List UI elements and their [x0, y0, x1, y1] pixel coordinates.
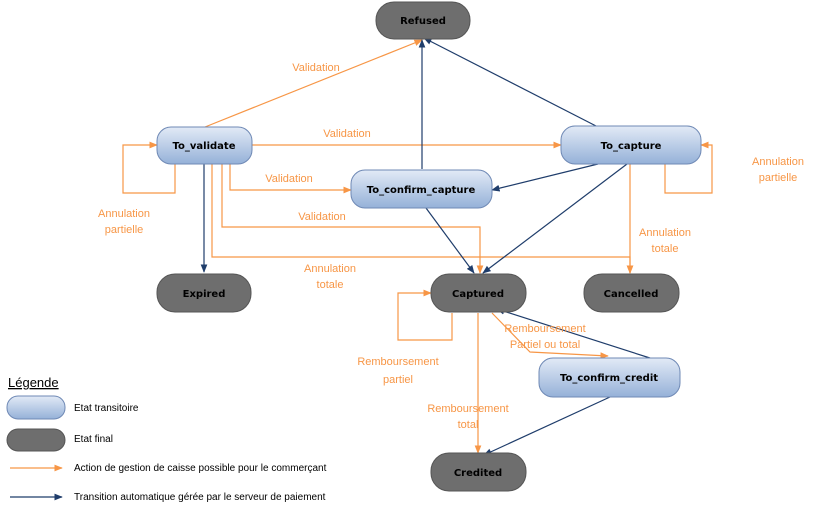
- state-to-confirm-credit-label: To_confirm_credit: [560, 373, 658, 384]
- edge-confirm-credit-to-credited: [483, 396, 611, 456]
- label-remboursement-confirm-credit-1: Remboursement: [504, 323, 585, 335]
- label-annulation-totale-left-1: Annulation: [304, 263, 356, 275]
- label-annulation-partielle-right-2: partielle: [759, 172, 798, 184]
- state-captured-label: Captured: [452, 289, 504, 300]
- edge-confirm-credit-to-captured: [496, 308, 651, 359]
- state-to-capture: To_capture: [560, 125, 702, 165]
- label-remboursement-partiel-2: partiel: [383, 374, 413, 386]
- label-annulation-partielle-right-1: Annulation: [752, 156, 804, 168]
- edge-annulation-partielle-left-loop: [122, 141, 176, 194]
- legend-final-label: Etat final: [74, 434, 113, 445]
- label-annulation-totale-left-2: totale: [317, 279, 344, 291]
- edge-confirm-capture-to-captured: [425, 207, 475, 274]
- label-remboursement-confirm-credit-2: Partiel ou total: [510, 339, 580, 351]
- label-annulation-totale-right-1: Annulation: [639, 227, 691, 239]
- label-remboursement-total-2: total: [458, 419, 479, 431]
- label-annulation-partielle-left-1: Annulation: [98, 208, 150, 220]
- state-to-validate: To_validate: [156, 126, 253, 165]
- state-credited: Credited: [430, 452, 527, 492]
- state-cancelled: Cancelled: [583, 273, 680, 313]
- label-remboursement-partiel-1: Remboursement: [357, 356, 438, 368]
- state-to-confirm-capture: To_confirm_capture: [350, 169, 493, 209]
- legend-transitional-label: Etat transitoire: [74, 403, 139, 414]
- edge-validation-to-captured: [221, 164, 484, 274]
- edge-to-capture-to-confirm-capture: [491, 163, 599, 192]
- state-expired-label: Expired: [183, 289, 226, 300]
- edge-validation-to-confirm-capture: [229, 164, 352, 194]
- label-annulation-partielle-left-2: partielle: [105, 224, 144, 236]
- label-validation-captured: Validation: [298, 211, 346, 223]
- edge-to-capture-to-captured: [482, 163, 628, 274]
- legend-title: Légende: [8, 375, 59, 390]
- label-validation-confirm-capture: Validation: [265, 173, 313, 185]
- legend-auto-label: Transition automatique gérée par le serv…: [74, 492, 326, 503]
- legend: Légende Etat transitoire Etat final Acti…: [6, 375, 327, 503]
- state-cancelled-label: Cancelled: [604, 289, 659, 300]
- edge-remboursement-to-confirm-credit: [491, 312, 609, 359]
- state-to-confirm-capture-label: To_confirm_capture: [367, 185, 476, 196]
- state-to-capture-label: To_capture: [601, 141, 662, 152]
- state-to-confirm-credit: To_confirm_credit: [538, 357, 681, 398]
- state-refused-label: Refused: [400, 16, 446, 27]
- legend-merchant-label: Action de gestion de caisse possible pou…: [74, 463, 327, 474]
- label-annulation-totale-right-2: totale: [652, 243, 679, 255]
- state-captured: Captured: [430, 273, 527, 313]
- legend-final-swatch: [6, 428, 66, 452]
- state-refused: Refused: [375, 1, 471, 40]
- state-expired: Expired: [156, 273, 252, 313]
- label-remboursement-total-1: Remboursement: [427, 403, 508, 415]
- edge-to-capture-to-refused: [423, 37, 599, 128]
- state-credited-label: Credited: [454, 468, 502, 479]
- edge-annulation-partielle-right-loop: [664, 141, 713, 194]
- state-to-validate-label: To_validate: [173, 141, 236, 152]
- label-validation-refused: Validation: [292, 62, 340, 74]
- edge-remboursement-partiel-loop: [397, 289, 453, 341]
- legend-transitional-swatch: [6, 395, 66, 420]
- label-validation-capture: Validation: [323, 128, 371, 140]
- edge-validation-to-refused: [204, 39, 423, 128]
